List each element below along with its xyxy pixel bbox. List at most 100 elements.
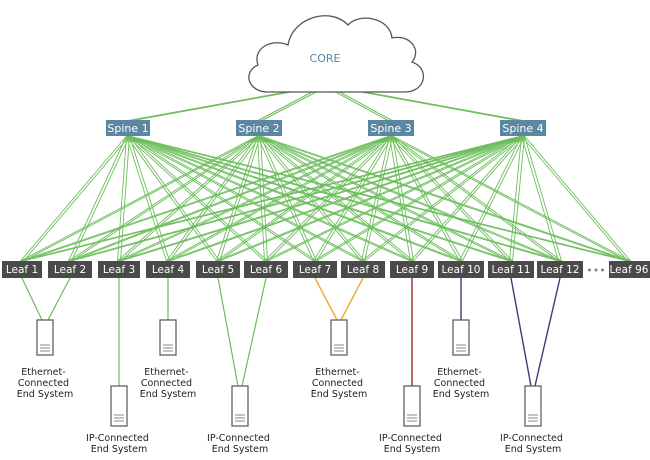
spine-leaf-link: [126, 135, 217, 262]
spine-leaf-link: [316, 135, 525, 262]
core-cloud: CORE: [248, 15, 425, 93]
leaf-switch[interactable]: Leaf 5: [196, 261, 240, 278]
spine-leaf-link: [361, 135, 390, 262]
spine-leaf-link: [392, 135, 631, 262]
end-system-label: IP-Connected End System: [379, 433, 445, 455]
core-spine-link: [260, 89, 321, 122]
leaf-label: Leaf 9: [396, 264, 428, 276]
server-icon: [524, 385, 542, 427]
spine-leaf-link: [129, 135, 268, 262]
spine-leaf-link: [166, 135, 390, 262]
spine-leaf-link: [20, 135, 258, 262]
leaf-label: Leaf 96: [610, 264, 649, 276]
end-system-label: Ethernet- Connected End System: [311, 367, 368, 400]
leaf-switch[interactable]: Leaf 7: [293, 261, 337, 278]
leaf-switch[interactable]: Leaf 9: [390, 261, 434, 278]
spine-leaf-link: [257, 135, 559, 262]
spine-leaf-link: [68, 135, 258, 262]
leaf-label: Leaf 11: [492, 264, 531, 276]
end-system-label: IP-Connected End System: [500, 433, 566, 455]
spine-leaf-link: [126, 135, 265, 262]
leaf-endsystem-link: [340, 277, 364, 321]
spine-leaf-link: [23, 135, 261, 262]
leaf-label: Leaf 1: [6, 264, 38, 276]
server-icon: [36, 319, 54, 356]
end-system[interactable]: Ethernet- Connected End System: [433, 319, 490, 400]
end-system[interactable]: Ethernet- Connected End System: [311, 319, 368, 400]
leaf-switch[interactable]: Leaf 1: [2, 261, 42, 278]
leaf-switch[interactable]: Leaf 96: [609, 261, 650, 278]
leaf-switch[interactable]: Leaf 6: [244, 261, 288, 278]
leaf-endsystem-link: [21, 277, 43, 321]
spine-leaf-link: [20, 135, 522, 262]
spine-leaf-link: [512, 135, 525, 262]
spine-label: Spine 1: [107, 122, 148, 135]
spine-leaf-link: [459, 135, 522, 262]
end-system[interactable]: IP-Connected End System: [379, 385, 445, 455]
spine-switch[interactable]: Spine 3: [368, 120, 414, 136]
leaf-switch[interactable]: Leaf 2: [48, 261, 92, 278]
spine-leaf-link: [68, 135, 127, 262]
core-label: CORE: [310, 52, 341, 65]
leaf-endsystem-link: [510, 277, 532, 387]
core-spine-link: [349, 89, 522, 122]
spine-leaf-link: [313, 135, 390, 262]
server-icon: [110, 385, 128, 427]
end-system[interactable]: Ethernet- Connected End System: [140, 319, 197, 400]
server-icon: [452, 319, 470, 356]
spine-leaf-link: [524, 135, 631, 262]
spine-leaf-link: [166, 135, 258, 262]
end-system-label: IP-Connected End System: [86, 433, 152, 455]
core-spine-link: [125, 89, 299, 122]
spine-leaf-link: [260, 135, 365, 262]
leaf-switch[interactable]: Leaf 8: [341, 261, 385, 278]
end-system[interactable]: IP-Connected End System: [500, 385, 566, 455]
spine-leaf-link: [166, 135, 522, 262]
leaf-endsystem-link: [241, 277, 267, 387]
end-system-label: IP-Connected End System: [207, 433, 273, 455]
cloud-icon: [248, 15, 425, 93]
spine-leaf-link: [260, 135, 463, 262]
server-icon: [403, 385, 421, 427]
spine-leaf-link: [364, 135, 393, 262]
spine-label: Spine 2: [238, 122, 279, 135]
spine-leaf-link: [129, 135, 631, 262]
leaf-label: Leaf 12: [541, 264, 580, 276]
spine-leaf-link: [126, 135, 628, 262]
spine-leaf-link: [389, 135, 559, 262]
spine-leaf-link: [117, 135, 127, 262]
core-spine-link: [129, 89, 303, 122]
spine-leaf-link: [219, 135, 525, 262]
leaf-endsystem-link: [314, 277, 338, 321]
spine-leaf-link: [126, 135, 559, 262]
spine-leaf-link: [260, 135, 513, 262]
more-leaves-ellipsis: •••: [586, 264, 605, 277]
end-system[interactable]: IP-Connected End System: [86, 385, 152, 455]
spine-switch[interactable]: Spine 1: [106, 120, 150, 136]
spine-leaf-link: [257, 135, 460, 262]
end-system-label: Ethernet- Connected End System: [140, 367, 197, 400]
spine-switch[interactable]: Spine 4: [500, 120, 546, 136]
leaf-switch[interactable]: Leaf 4: [146, 261, 190, 278]
end-systems: Ethernet- Connected End System IP-Connec…: [17, 319, 566, 455]
end-system[interactable]: IP-Connected End System: [207, 385, 273, 455]
spine-leaf-link: [71, 135, 525, 262]
spine-leaf-link: [257, 135, 411, 262]
leaf-endsystem-link: [217, 277, 239, 387]
core-spine-link: [331, 89, 390, 122]
leaf-switch[interactable]: Leaf 11: [488, 261, 534, 278]
spine-leaf-link: [462, 135, 525, 262]
server-icon: [159, 319, 177, 356]
spine-leaf-link: [521, 135, 559, 262]
leaf-label: Leaf 4: [152, 264, 185, 276]
spine-leaf-link: [413, 135, 525, 262]
leaf-switch[interactable]: Leaf 10: [438, 261, 484, 278]
spine-leaf-link: [389, 135, 460, 262]
spine-leaf-link: [126, 135, 411, 262]
end-system[interactable]: Ethernet- Connected End System: [17, 319, 74, 400]
spine-switch[interactable]: Spine 2: [236, 120, 282, 136]
leaf-switch[interactable]: Leaf 12: [537, 261, 583, 278]
leaf-switch[interactable]: Leaf 3: [98, 261, 140, 278]
leaf-label: Leaf 7: [299, 264, 331, 276]
